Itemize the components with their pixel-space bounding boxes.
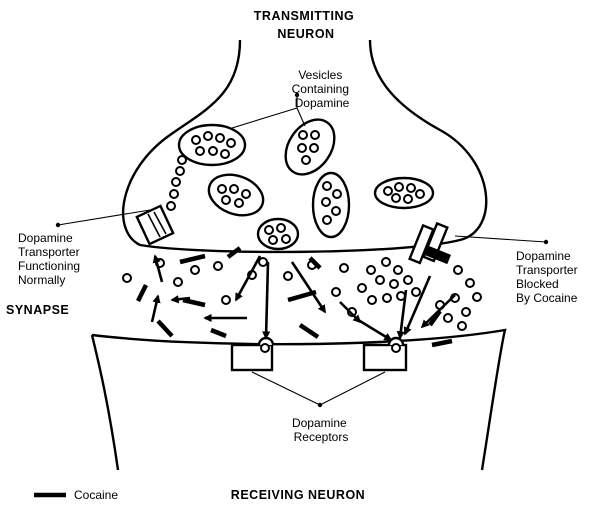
vesicle — [313, 173, 349, 237]
fusing-vesicle — [258, 219, 298, 249]
vesicle-group — [179, 110, 433, 249]
receiving-neuron-membrane — [92, 330, 505, 470]
receptors-label: Dopamine Receptors — [292, 416, 350, 444]
vesicle — [203, 168, 269, 223]
vesicle — [179, 125, 245, 165]
reuptake-dopamine-chain — [167, 156, 186, 210]
vesicles-label: Vesicles Containing Dopamine — [292, 68, 353, 110]
transporter-normal-label: Dopamine Transporter Functioning Normall… — [18, 231, 83, 287]
transmitting-neuron-title: TRANSMITTING NEURON — [254, 9, 358, 41]
transporter-blocked-label: Dopamine Transporter Blocked By Cocaine — [516, 249, 581, 305]
synapse-label: SYNAPSE — [6, 303, 69, 317]
receiving-neuron-title: RECEIVING NEURON — [231, 488, 365, 502]
cocaine-legend-label: Cocaine — [74, 488, 118, 502]
vesicle — [375, 178, 433, 208]
